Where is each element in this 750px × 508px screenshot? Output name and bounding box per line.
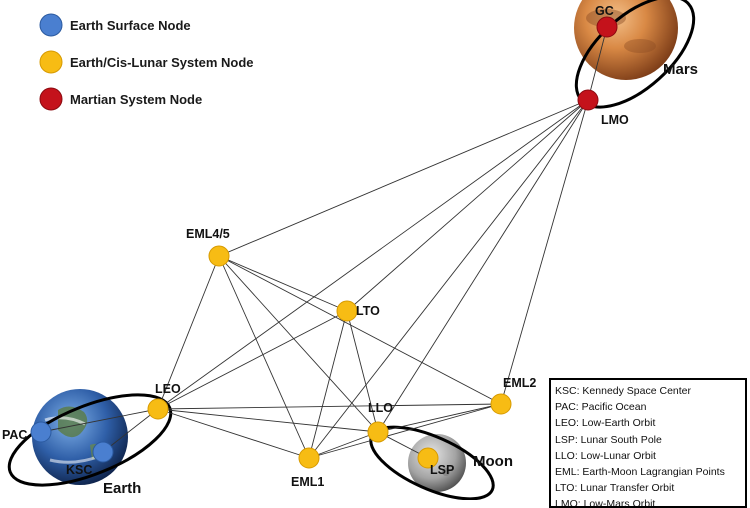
node-eml2 — [490, 393, 512, 415]
node-leo — [147, 398, 169, 420]
node-label-leo: LEO — [155, 382, 181, 396]
edge-leo-llo — [157, 408, 379, 433]
edge-eml45-llo — [218, 255, 379, 433]
edge-lmo-eml2 — [500, 99, 589, 405]
abbreviation-entry: PAC: Pacific Ocean — [555, 401, 647, 414]
edge-lmo-lto — [346, 99, 589, 312]
node-label-lsp: LSP — [430, 463, 454, 477]
legend-label-cislunar: Earth/Cis-Lunar System Node — [70, 55, 254, 70]
node-gc — [596, 16, 618, 38]
edge-leo-pac — [40, 408, 159, 433]
abbreviation-entry: LLO: Low-Lunar Orbit — [555, 449, 656, 462]
abbreviation-entry: LMO: Low-Mars Orbit — [555, 498, 656, 508]
node-label-pac: PAC — [2, 428, 27, 442]
edge-lmo-eml1 — [308, 99, 589, 459]
edge-leo-eml2 — [157, 403, 502, 410]
abbreviation-key: KSC: Kennedy Space Center PAC: Pacific O… — [549, 378, 747, 508]
edge-leo-eml1 — [157, 408, 310, 459]
abbreviation-entry: LSP: Lunar South Pole — [555, 433, 662, 446]
earth-orbit — [7, 393, 173, 487]
edge-llo-eml1 — [308, 431, 379, 459]
node-label-llo: LLO — [368, 401, 393, 415]
abbreviation-entry: EML: Earth-Moon Lagrangian Points — [555, 466, 725, 479]
node-eml1 — [298, 447, 320, 469]
legend: Earth Surface Node Earth/Cis-Lunar Syste… — [39, 13, 254, 111]
node-pac — [30, 421, 52, 443]
edge-lmo-eml45 — [218, 99, 589, 257]
legend-label-martian: Martian System Node — [70, 92, 202, 107]
edge-lto-leo — [157, 310, 348, 410]
node-label-gc: GC — [595, 4, 614, 18]
node-label-lto: LTO — [356, 304, 380, 318]
node-label-lmo: LMO — [601, 113, 629, 127]
edges — [40, 26, 608, 459]
edge-eml45-eml1 — [218, 255, 310, 459]
edge-llo-eml2 — [377, 403, 502, 433]
legend-marker-earth-surface — [39, 13, 63, 37]
edge-eml45-lto — [218, 255, 348, 312]
node-label-eml2: EML2 — [503, 376, 536, 390]
abbreviation-entry: LTO: Lunar Transfer Orbit — [555, 482, 675, 495]
edge-eml45-leo — [157, 255, 220, 410]
abbreviation-entry: KSC: Kennedy Space Center — [555, 385, 691, 397]
edge-leo-ksc — [102, 408, 159, 453]
edge-lmo-leo — [157, 99, 589, 410]
edge-eml1-eml2 — [308, 403, 502, 459]
abbreviation-entry: LEO: Low-Earth Orbit — [555, 417, 656, 430]
edge-eml45-eml2 — [218, 255, 502, 405]
legend-label-earth-surface: Earth Surface Node — [70, 18, 191, 33]
node-lsp — [417, 447, 439, 469]
earth-label: Earth — [103, 480, 141, 497]
edge-lmo-llo — [377, 99, 589, 433]
node-llo — [367, 421, 389, 443]
node-label-eml1: EML1 — [291, 475, 324, 489]
legend-marker-cislunar — [39, 50, 63, 74]
node-label-ksc: KSC — [66, 463, 92, 477]
edge-lto-eml1 — [308, 310, 348, 459]
node-ksc — [92, 441, 114, 463]
node-lmo — [577, 89, 599, 111]
legend-marker-martian — [39, 87, 63, 111]
node-lto — [336, 300, 358, 322]
moon-label: Moon — [473, 453, 513, 470]
node-eml45 — [208, 245, 230, 267]
mars-label: Mars — [663, 61, 698, 78]
node-label-eml45: EML4/5 — [186, 227, 230, 241]
edge-lto-llo — [346, 310, 379, 433]
edge-gc-lmo — [587, 26, 608, 101]
